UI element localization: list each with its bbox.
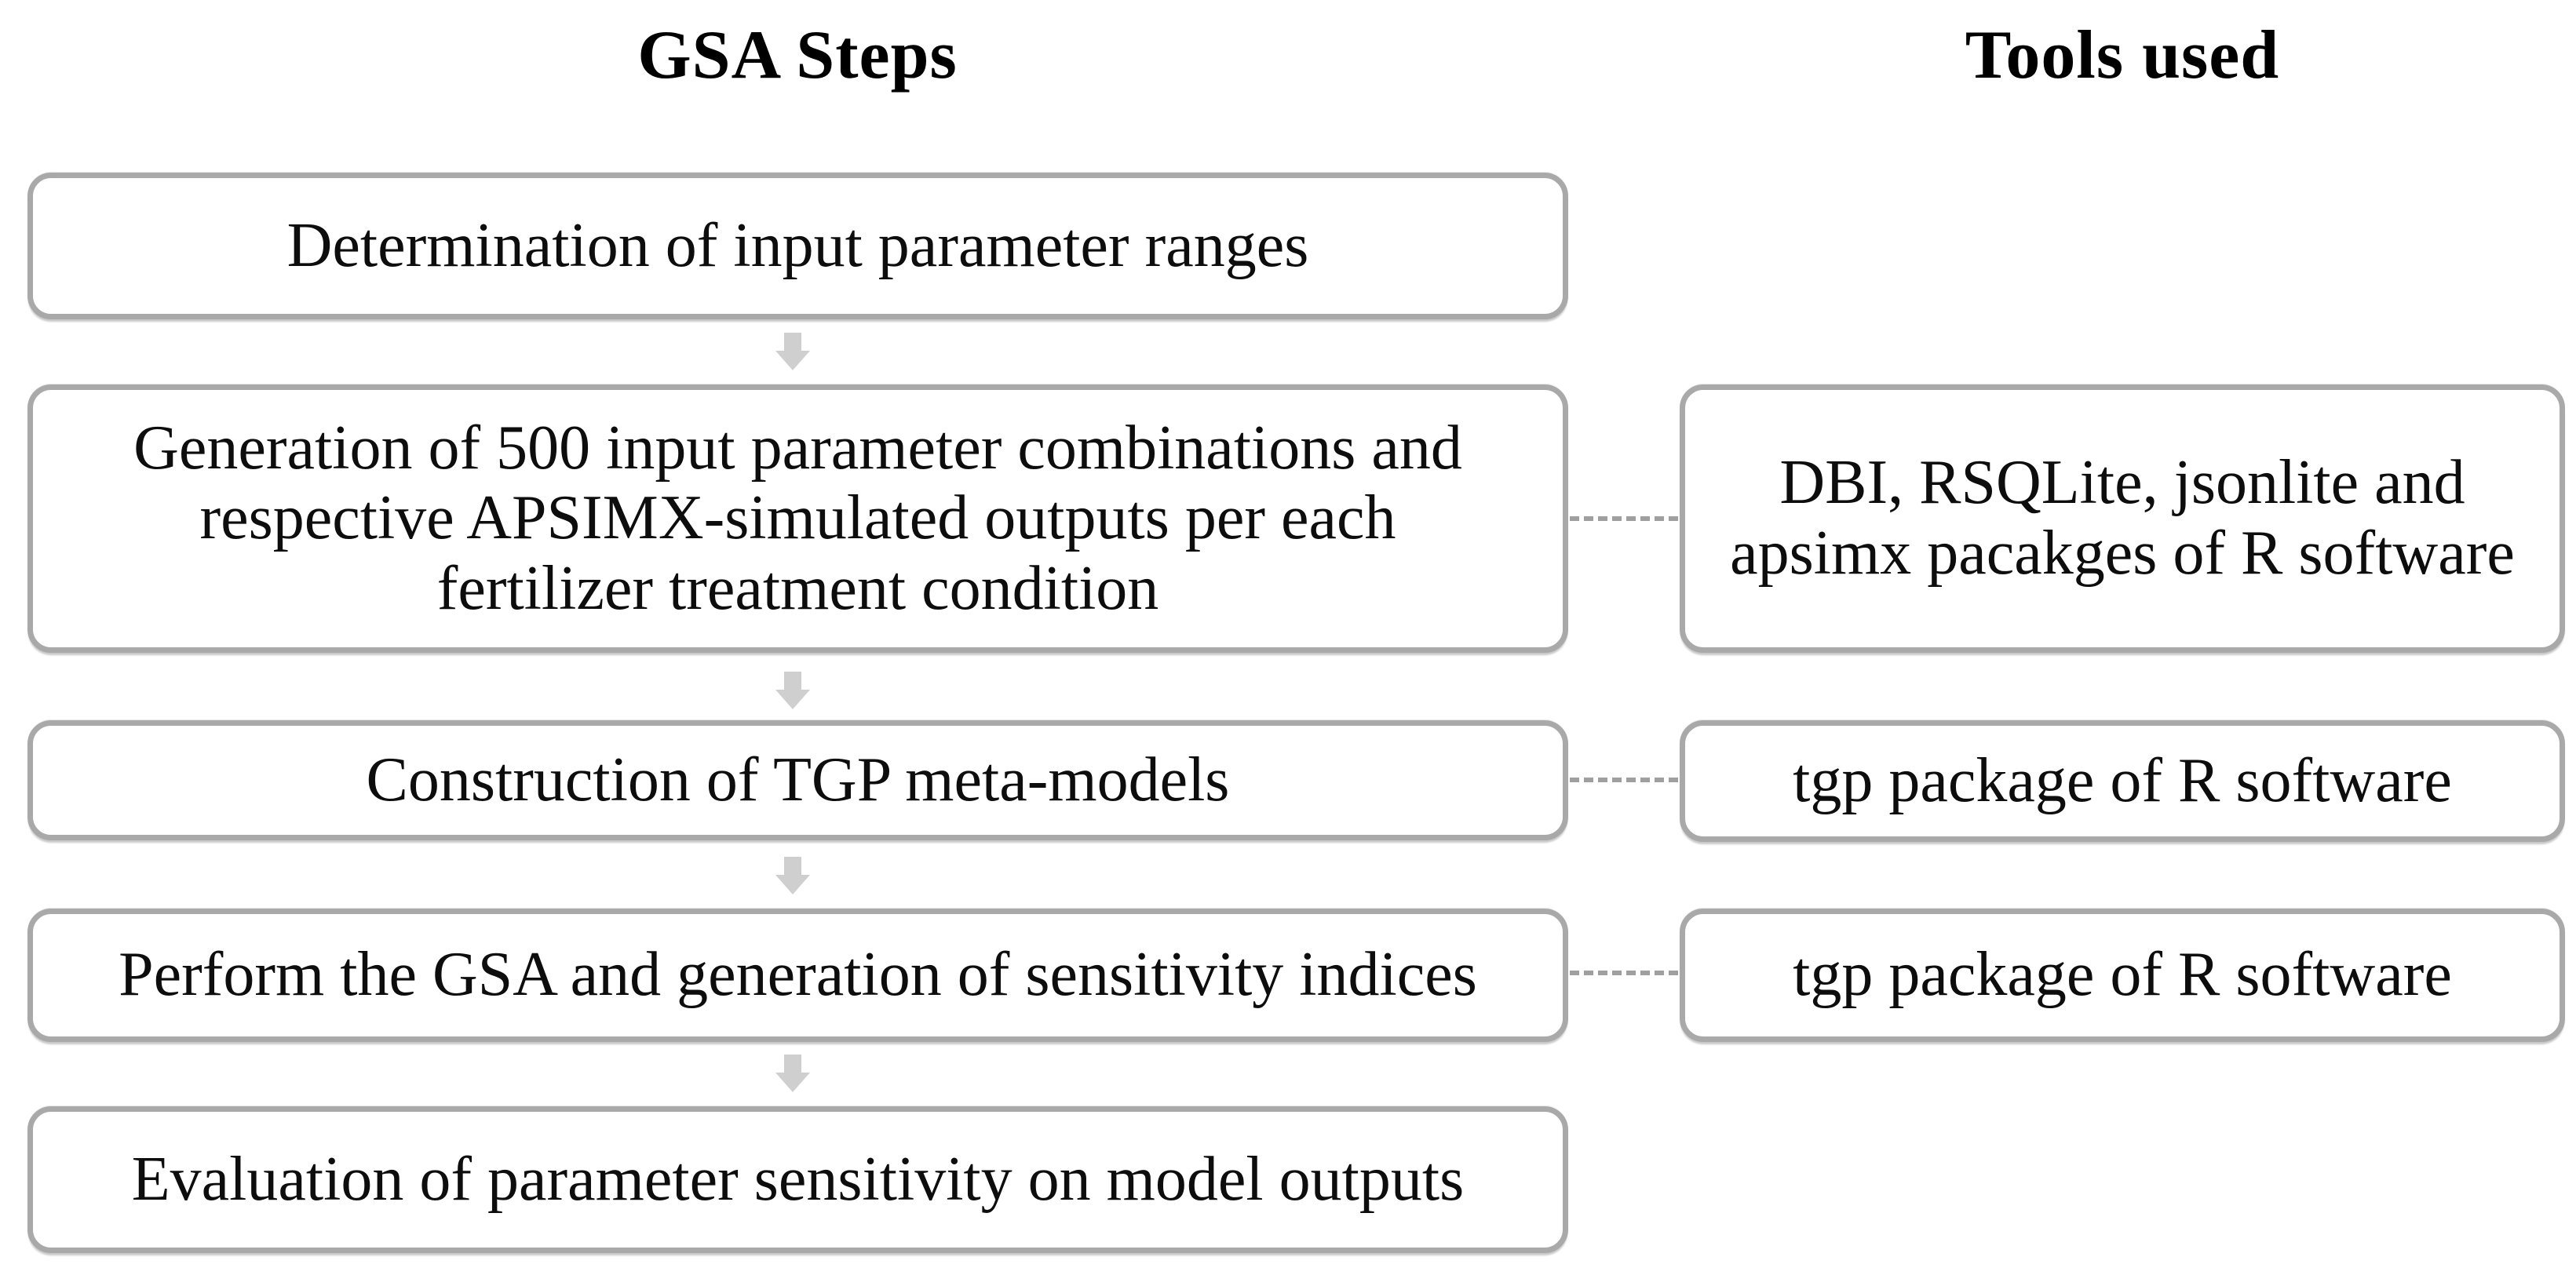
tool-box-tgp-1: tgp package of R software — [1680, 720, 2565, 842]
step-box-perform-gsa: Perform the GSA and generation of sensit… — [27, 909, 1568, 1042]
step-label: Perform the GSA and generation of sensit… — [119, 940, 1477, 1010]
column-header-gsa-steps: GSA Steps — [637, 17, 958, 93]
step-label: Construction of TGP meta-models — [366, 745, 1230, 814]
step-box-evaluation: Evaluation of parameter sensitivity on m… — [27, 1106, 1568, 1253]
step-box-determination: Determination of input parameter ranges — [27, 173, 1568, 319]
step-box-construction: Construction of TGP meta-models — [27, 720, 1568, 840]
down-arrow-icon — [775, 1055, 810, 1092]
step-box-generation: Generation of 500 input parameter combin… — [27, 384, 1568, 653]
tool-box-tgp-2: tgp package of R software — [1680, 909, 2565, 1042]
down-arrow-icon — [775, 672, 810, 709]
tool-label: DBI, RSQLite, jsonlite and apsimx pacakg… — [1730, 448, 2515, 588]
down-arrow-icon — [775, 857, 810, 894]
tool-label: tgp package of R software — [1793, 940, 2452, 1010]
dashed-connector — [1570, 778, 1678, 782]
step-label: Generation of 500 input parameter combin… — [133, 413, 1462, 623]
tool-box-r-packages: DBI, RSQLite, jsonlite and apsimx pacakg… — [1680, 384, 2565, 653]
tool-label: tgp package of R software — [1793, 745, 2452, 815]
dashed-connector — [1570, 516, 1678, 521]
dashed-connector — [1570, 971, 1678, 975]
down-arrow-icon — [775, 333, 810, 370]
column-header-tools-used: Tools used — [1965, 17, 2280, 93]
step-label: Evaluation of parameter sensitivity on m… — [131, 1144, 1465, 1214]
step-label: Determination of input parameter ranges — [286, 210, 1309, 280]
